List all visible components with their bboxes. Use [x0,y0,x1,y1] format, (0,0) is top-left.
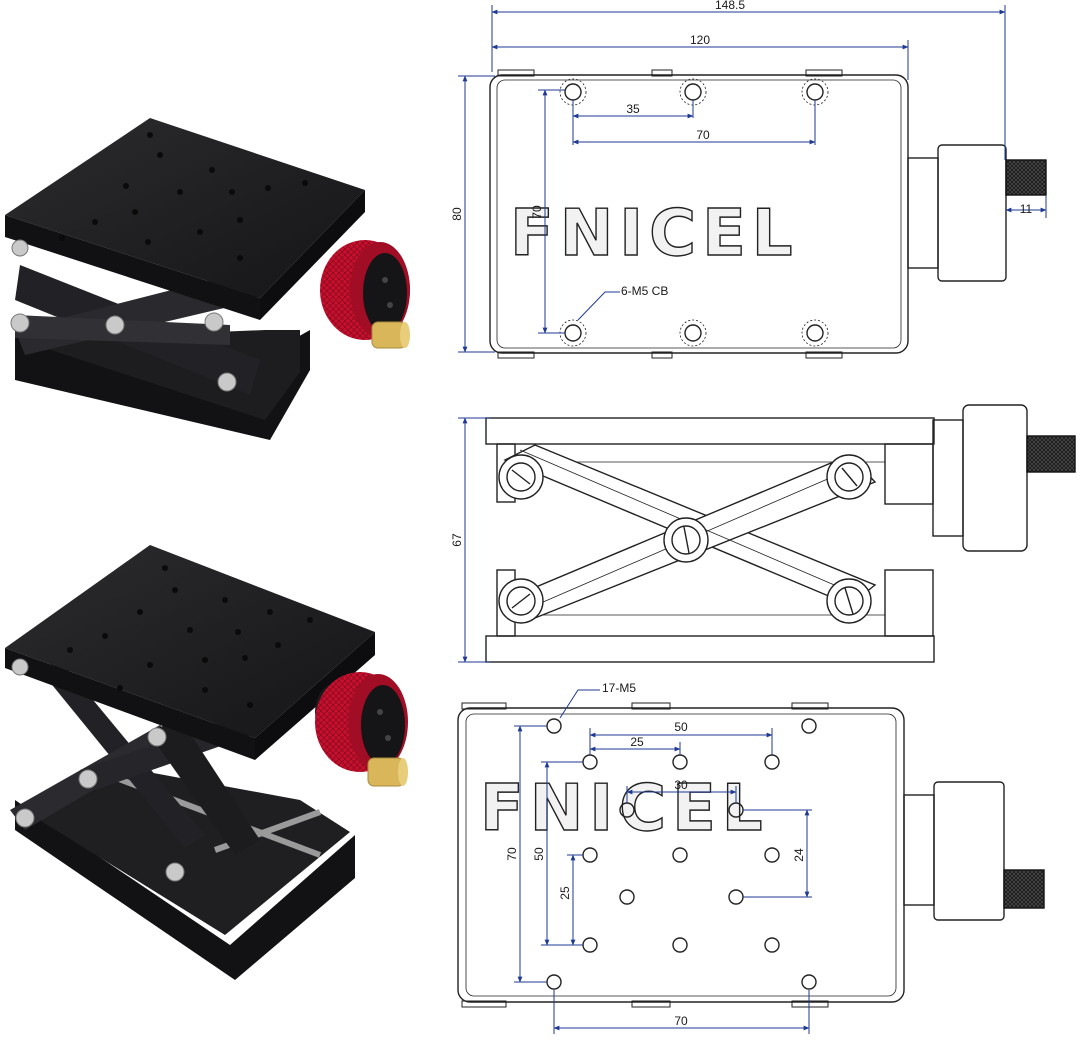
dim-side-height: 67 [450,533,464,547]
dim-knob-length: 11 [1020,202,1033,216]
hole-callout-bottom: 17-M5 [602,681,636,695]
dim-hole-spacing-x: 70 [696,128,710,142]
dim-bottom-24: 24 [792,848,806,862]
bottom-view-drawing: FNICEL [457,702,1045,1008]
dim-bottom-25-top: 25 [630,735,644,749]
dim-plate-width: 120 [690,33,710,47]
side-view-drawing [485,404,1076,663]
dim-hole-spacing-small: 35 [626,102,640,116]
dim-hole-spacing-y: 70 [530,205,544,219]
hole-callout-top: 6-M5 CB [621,284,668,298]
watermark-bottom: FNICEL [480,772,769,846]
side-view-dimensions [458,417,490,663]
dim-bottom-50-top: 50 [674,720,688,734]
product-photo-top [5,118,410,440]
dim-bottom-30: 30 [674,778,688,792]
side-view-pins [498,454,872,624]
dim-bottom-70-horiz: 70 [674,1014,688,1028]
dim-bottom-25-vert: 25 [558,886,572,900]
top-view-dimensions [458,5,1047,353]
dim-bottom-50-vert: 50 [532,847,546,861]
product-photo-bottom [5,545,408,980]
bottom-view-dimensions [514,689,812,1034]
watermark-top: FNICEL [510,197,799,271]
dim-top-height: 80 [450,207,464,221]
dim-overall-width: 148.5 [715,0,745,12]
top-view-drawing: FNICEL [489,69,1047,359]
tapped-holes-bottom [546,718,817,990]
dim-bottom-70-vert: 70 [505,847,519,861]
